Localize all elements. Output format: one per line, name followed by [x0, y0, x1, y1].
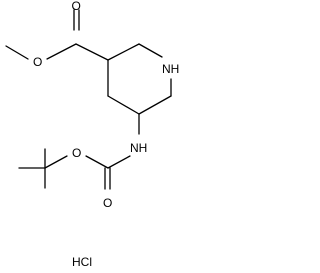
bond-ring-c3-c2: [107, 43, 140, 61]
bond-o-carbonyl-c: [46, 43, 77, 60]
hydrochloride-salt-label: HCl: [72, 255, 92, 269]
bond-ring-c2-n: [138, 43, 163, 58]
bond-methyl-o: [5, 45, 29, 60]
bond-carbonyl-c-ring: [75, 43, 109, 61]
ester-ether-oxygen-label: O: [33, 55, 42, 69]
bond-o-quaternary-c: [44, 155, 68, 169]
carbamate-ether-oxygen-label: O: [72, 146, 81, 160]
carbamate-nitrogen-label: NH: [130, 141, 147, 155]
bond-carbonyl-c-o: [85, 155, 109, 169]
bond-nh-carbonyl-c: [107, 155, 131, 169]
ester-carbonyl-oxygen-label: O: [72, 0, 81, 13]
ring-nitrogen-label: NH: [162, 62, 179, 76]
carbamate-carbonyl-oxygen-label: O: [103, 196, 112, 210]
bond-ring-c5-c4: [107, 95, 140, 115]
chemical-structure-diagram: O O NH NH O O HCl: [5, 0, 179, 269]
bond-ring-c6-c5: [138, 95, 172, 115]
